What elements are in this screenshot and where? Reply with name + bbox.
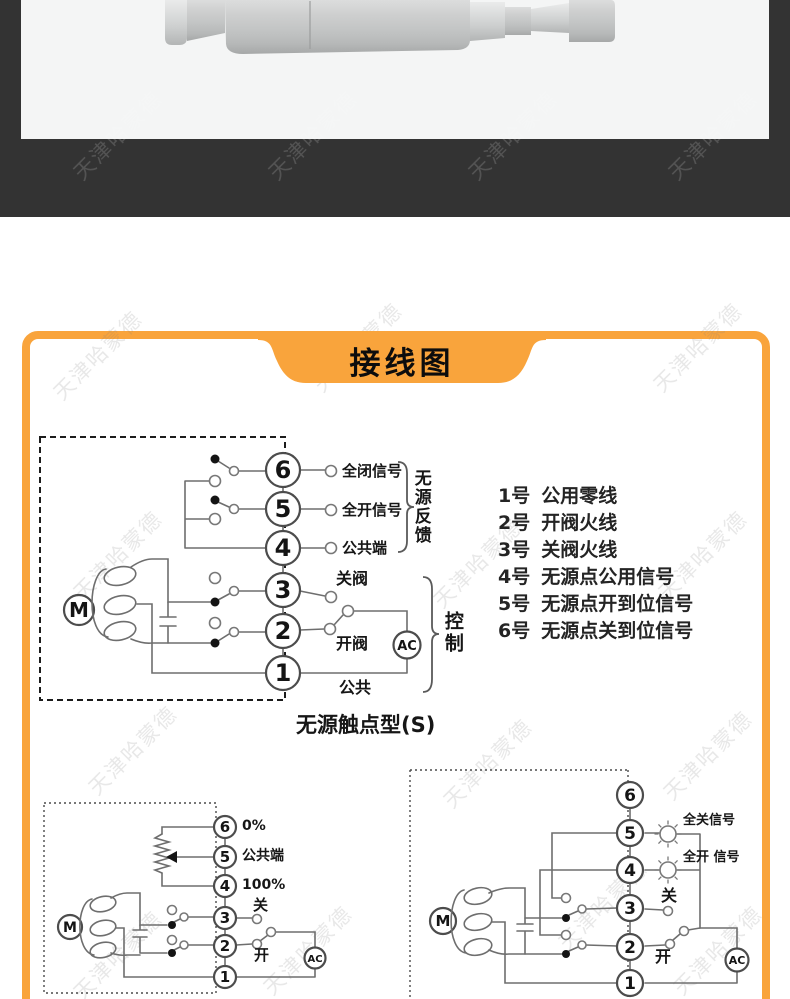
terminal-6: 6 [275,456,292,484]
product-photo-area [21,0,769,139]
label-fully-open-signal: 全开 信号 [683,850,740,865]
note-row-4: 4号无源点公用信号 [498,562,693,589]
terminal-6: 6 [220,818,230,836]
terminal-4: 4 [220,877,230,895]
modulating-contacts [166,904,277,957]
label-open-valve: 开阀 [336,634,369,653]
lamp-diagram-ac-source: AC [724,947,750,973]
label-common: 公共 [339,678,372,697]
note-desc: 无源点关到位信号 [541,620,694,642]
motor-label: M [436,912,451,930]
label-close: 关 [661,886,678,905]
note-no: 1号 [498,485,531,507]
label-open: 开 [655,947,672,966]
label-fully-open-signal: 全开信号 [342,501,403,519]
note-no: 3号 [498,539,531,561]
lamp-diagram-contacts [560,892,690,958]
modulating-wiring-diagram: M 6 5 4 3 2 1 AC [43,802,327,994]
note-row-1: 1号公用零线 [498,481,693,508]
note-desc: 无源点开到位信号 [541,593,694,615]
modulating-wires [110,826,316,978]
terminal-2: 2 [275,617,292,645]
terminal-4: 4 [275,534,292,562]
control-group-brace [422,576,440,693]
actuator-boundary-dashed-box [39,436,286,701]
potentiometer-wiper-arrow [166,851,177,863]
label-close-valve: 关阀 [336,569,369,588]
terminal-notes: 1号公用零线 2号开阀火线 3号关阀火线 4号无源点公用信号 5号无源点开到位信… [498,481,693,643]
label-passive-feedback-group: 无源反馈 [410,469,431,545]
terminal-3: 3 [275,576,292,604]
terminal-1: 1 [220,968,230,986]
passive-lamp-wiring-diagram: M 6 5 4 3 2 1 AC [409,769,750,999]
lamp-diagram-terminals: 6 5 4 3 2 1 [615,780,645,998]
main-diagram-ac-source: AC [392,630,422,660]
terminal-3: 3 [220,909,230,927]
terminal-2: 2 [220,937,230,955]
label-common-terminal: 公共端 [342,539,388,557]
note-desc: 公用零线 [541,485,618,507]
modulating-motor: M [56,895,117,959]
actuator-boundary-dotted-box [409,769,629,999]
ac-label: AC [729,954,746,967]
main-diagram-contacts [208,454,355,648]
banner-title: 接线图 [349,346,455,382]
label-control-group: 控制 [441,611,464,655]
banner-ribbon [258,331,546,383]
terminal-5: 5 [275,495,292,523]
main-wiring-diagram: M 6 5 4 3 2 1 [39,436,440,701]
note-desc: 关阀火线 [541,539,618,561]
terminal-5: 5 [220,848,230,866]
note-no: 4号 [498,566,531,588]
main-diagram-wires [130,460,408,674]
note-row-3: 3号关阀火线 [498,535,693,562]
note-row-2: 2号开阀火线 [498,508,693,535]
label-open: 开 [254,946,270,964]
diagram-caption: 无源触点型(S) [296,713,436,737]
terminal-1: 1 [624,974,636,994]
ac-label: AC [397,639,417,654]
main-diagram-motor: M [62,565,137,642]
terminal-4: 4 [624,861,636,881]
terminal-3: 3 [624,899,636,919]
motor-label: M [69,598,89,622]
terminal-1: 1 [275,659,292,687]
label-close: 关 [253,896,269,914]
lamp-diagram-motor: M [428,886,493,957]
modulating-terminals: 6 5 4 3 2 1 [212,814,238,990]
label-0-percent: 0% [242,818,266,834]
note-no: 5号 [498,593,531,615]
note-row-5: 5号无源点开到位信号 [498,589,693,616]
note-desc: 无源点公用信号 [541,566,675,588]
valve-body-shapes [165,0,615,54]
valve-product-photo [165,0,615,54]
terminal-5: 5 [624,824,636,844]
note-no: 6号 [498,620,531,642]
label-common-terminal: 公共端 [242,848,284,864]
label-100-percent: 100% [242,877,286,893]
terminal-6: 6 [624,786,636,806]
label-fully-closed-signal: 全闭信号 [342,462,403,480]
note-desc: 开阀火线 [541,512,618,534]
actuator-boundary-dotted-box [43,802,217,994]
feedback-group-brace [397,461,415,553]
note-row-6: 6号无源点关到位信号 [498,616,693,643]
motor-label: M [63,920,77,936]
note-no: 2号 [498,512,531,534]
ac-label: AC [307,954,322,965]
modulating-ac-source: AC [303,946,327,970]
terminal-2: 2 [624,938,636,958]
label-fully-closed-signal: 全关信号 [683,813,736,828]
main-diagram-terminals: 6 5 4 3 2 1 [264,451,302,692]
